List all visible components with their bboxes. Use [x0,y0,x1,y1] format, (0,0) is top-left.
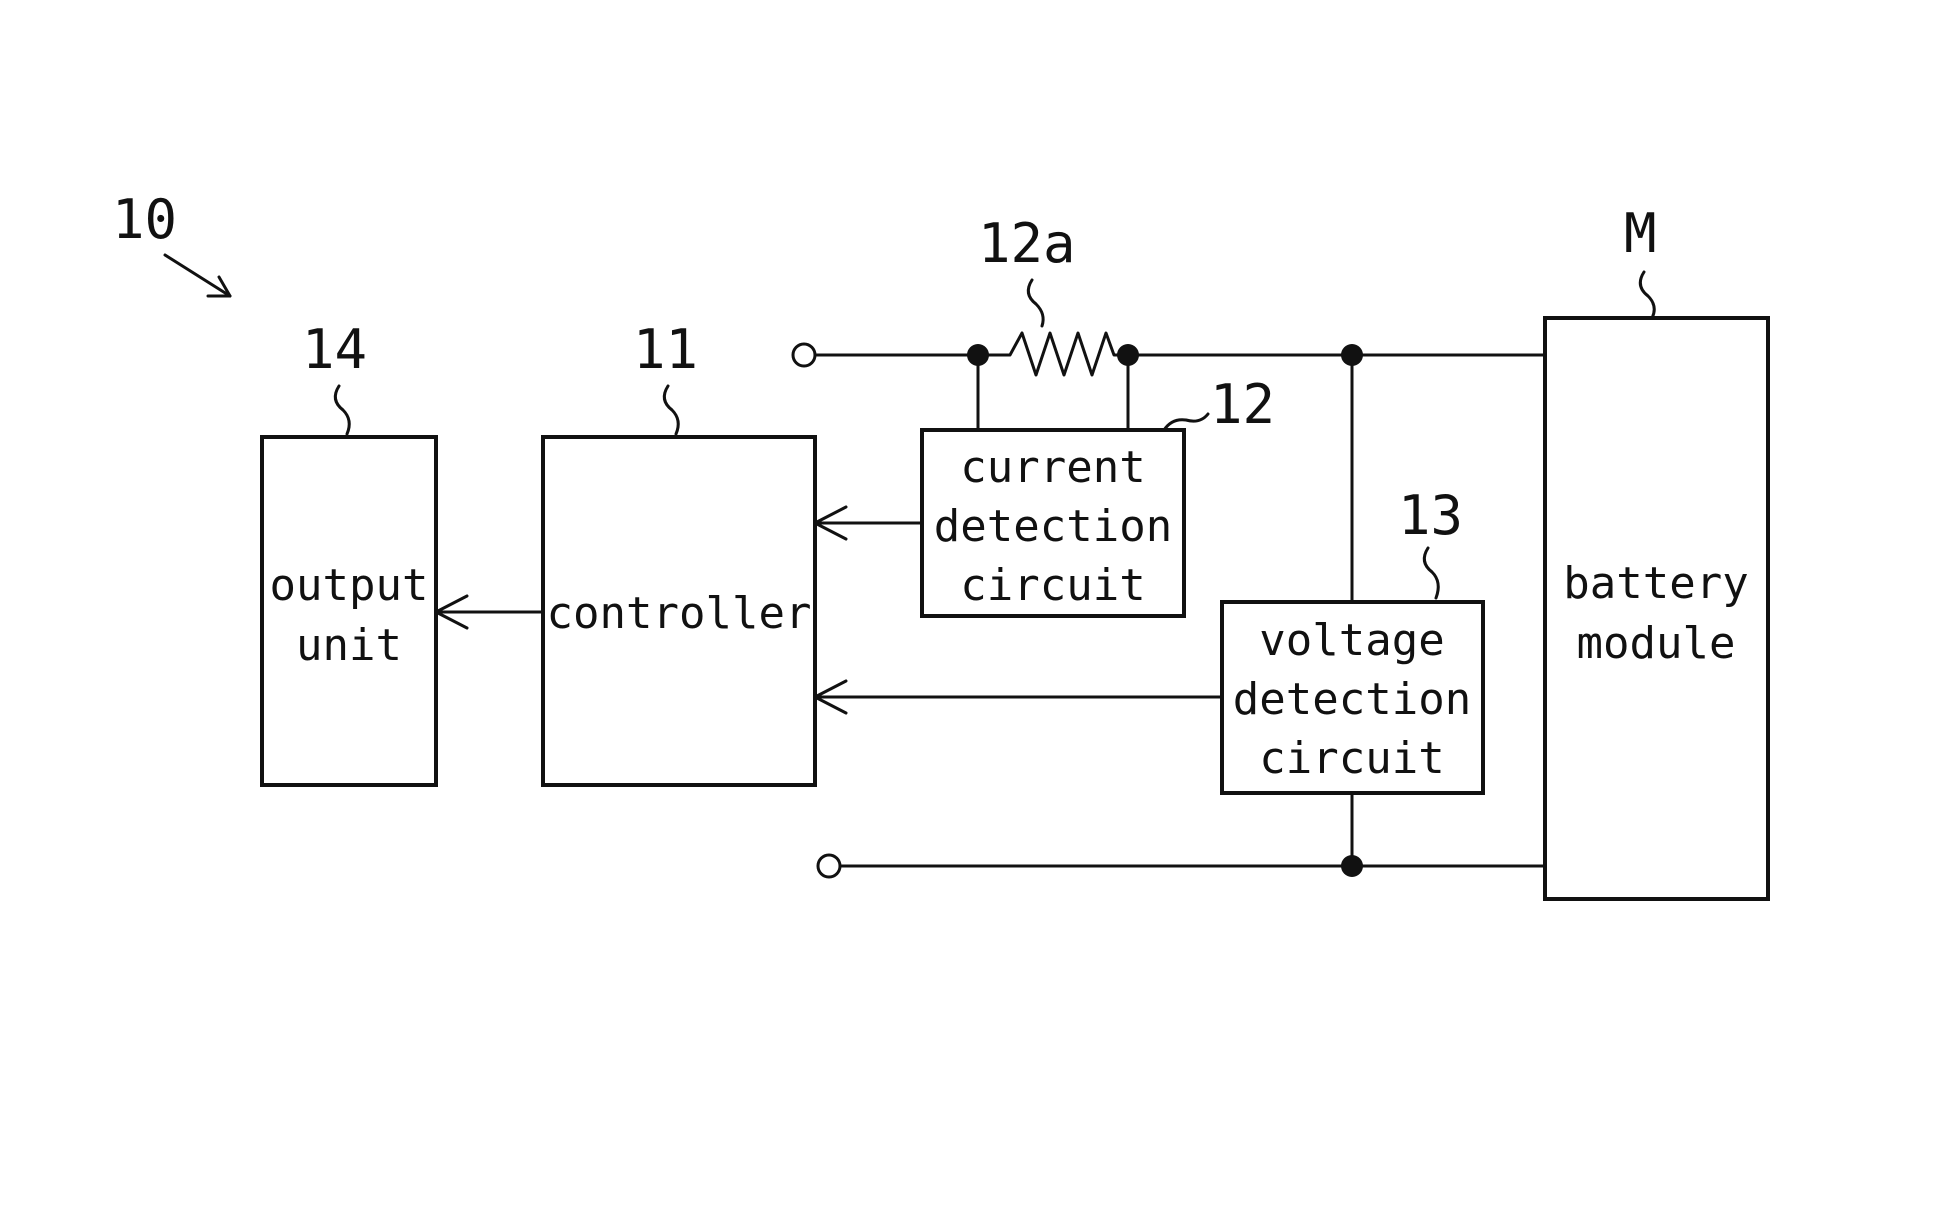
svg-text:battery: battery [1563,558,1748,609]
ref-M: M [1624,202,1657,265]
signal-arrow-current-to-controller [815,507,922,539]
svg-text:module: module [1577,618,1736,669]
junction-dot [1117,344,1139,366]
leader-11 [664,386,678,434]
ref-11: 11 [633,318,698,381]
leader-14 [335,386,349,434]
terminal-negative [818,855,840,877]
leader-13 [1424,548,1438,598]
svg-text:circuit: circuit [960,560,1145,611]
svg-text:controller: controller [547,588,812,639]
junction-dot [1341,855,1363,877]
ref-10-arrow [165,255,230,296]
junction-dot [967,344,989,366]
leader-12 [1164,414,1208,430]
current-detection-circuit-block: current detection circuit [922,430,1184,616]
svg-text:detection: detection [934,501,1172,552]
ref-12a: 12a [978,212,1076,275]
voltage-detection-circuit-block: voltage detection circuit [1222,602,1483,793]
output-unit-block: output unit [262,437,436,785]
signal-arrow-voltage-to-controller [815,681,1222,713]
junction-dot [1341,344,1363,366]
svg-text:circuit: circuit [1259,733,1444,784]
svg-text:unit: unit [296,620,402,671]
battery-module-block: battery module [1545,318,1768,899]
svg-text:voltage: voltage [1259,615,1444,666]
svg-text:output: output [270,560,429,611]
leader-M [1640,272,1654,318]
ref-13: 13 [1398,484,1463,547]
ref-14: 14 [302,318,367,381]
resistor-12a [978,333,1128,375]
ref-12: 12 [1210,373,1275,436]
ref-10: 10 [112,188,177,251]
leader-12a [1028,280,1043,326]
terminal-positive [793,344,815,366]
svg-text:current: current [960,442,1145,493]
svg-text:detection: detection [1233,674,1471,725]
controller-block: controller [543,437,815,785]
signal-arrow-controller-to-output [436,596,543,628]
